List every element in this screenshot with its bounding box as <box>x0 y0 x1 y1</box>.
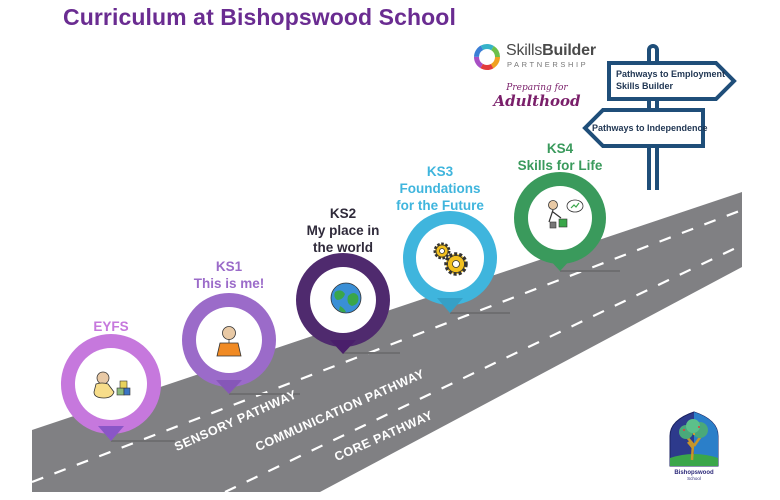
pin-ks4-tip <box>547 257 573 271</box>
school-crest-name: Bishopswood School <box>668 470 720 482</box>
pin-ks1-tip <box>216 380 242 394</box>
pin-eyfs[interactable] <box>60 333 162 441</box>
pin-ks3-tip <box>437 298 463 313</box>
pin-ks2-tip <box>330 340 356 354</box>
signpost <box>582 44 737 190</box>
skills-builder-subtitle: PARTNERSHIP <box>507 60 589 69</box>
pin-ks3[interactable] <box>403 211 497 313</box>
pin-ks2[interactable] <box>296 253 390 354</box>
stage-label-ks1: KS1 This is me! <box>159 258 299 292</box>
skills-builder-name-part2: Builder <box>542 42 596 59</box>
pin-ks4[interactable] <box>514 172 606 271</box>
employment-sign-line2: Skills Builder <box>616 81 674 91</box>
employment-sign <box>607 61 737 101</box>
stage-heading: KS3 <box>426 164 454 179</box>
stage-label-ks4: KS4 Skills for Life <box>490 140 630 174</box>
skills-builder-logo: SkillsBuilder PARTNERSHIP <box>472 42 612 72</box>
stage-label-ks2: KS2 My place in the world <box>273 205 413 256</box>
stage-subtitle: My place in <box>306 223 380 238</box>
preparing-line2: Adulthood <box>493 92 581 110</box>
person-working-icon <box>548 199 584 229</box>
page-title: Curriculum at Bishopswood School <box>63 4 456 30</box>
employment-sign-text: Pathways to Employment Skills Builder <box>616 68 725 92</box>
lane-divider-1 <box>31 208 743 484</box>
pin-ks4-inner <box>528 186 592 250</box>
stage-heading: KS1 <box>215 259 243 274</box>
pin-eyfs-inner <box>75 348 147 420</box>
school-crest-sub: School <box>687 476 701 481</box>
globe-icon <box>330 282 362 314</box>
signpost-pole <box>647 44 659 190</box>
stage-subtitle: Foundations <box>399 181 481 196</box>
stage-subtitle: the world <box>313 240 373 255</box>
stage-label-ks3: KS3 Foundations for the Future <box>370 163 510 214</box>
pin-ks1[interactable] <box>182 293 276 394</box>
stage-subtitle: for the Future <box>396 198 484 213</box>
person-icon <box>216 326 242 357</box>
stage-heading: EYFS <box>93 319 129 334</box>
stage-heading: KS4 <box>546 141 574 156</box>
skills-builder-ring-icon <box>474 44 500 70</box>
preparing-line1: Preparing for <box>506 83 568 93</box>
road <box>31 192 743 493</box>
independence-sign-line1: Pathways to Independence <box>592 123 708 133</box>
skills-builder-name: SkillsBuilder <box>506 42 596 60</box>
gears-icon <box>433 242 468 276</box>
employment-sign-line1: Pathways to Employment <box>616 69 726 79</box>
independence-sign-text: Pathways to Independence <box>592 122 708 134</box>
stage-label-eyfs: EYFS <box>41 318 181 335</box>
road-surface <box>32 192 742 492</box>
stage-heading: KS2 <box>329 206 357 221</box>
pin-eyfs-tip <box>98 426 124 441</box>
stage-subtitle: Skills for Life <box>517 158 603 173</box>
preparing-for-adulthood-logo: Preparing for Adulthood <box>492 83 582 109</box>
skills-builder-name-part1: Skills <box>506 42 543 59</box>
baby-playing-blocks-icon <box>93 371 131 399</box>
independence-sign <box>582 108 705 148</box>
school-crest-title: Bishopswood <box>674 470 714 476</box>
school-crest-logo <box>669 411 719 467</box>
stage-subtitle: This is me! <box>193 276 265 291</box>
